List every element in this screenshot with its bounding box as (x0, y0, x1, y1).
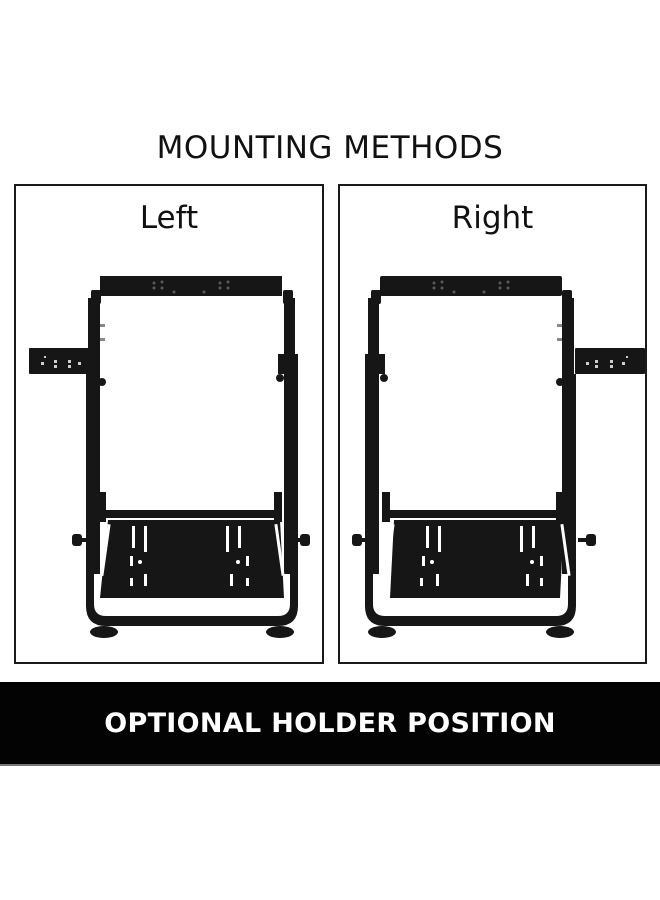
panel-left-mounting: Left (14, 184, 324, 664)
panel-right-mounting: Right (338, 184, 647, 664)
wheel-stand-right-image (352, 276, 645, 638)
banner-text: OPTIONAL HOLDER POSITION (104, 707, 556, 739)
wheel-stand-left-image (29, 276, 310, 638)
panel-label-left: Left (139, 200, 199, 236)
page-title: MOUNTING METHODS (156, 130, 504, 166)
panel-label-right: Right (451, 200, 534, 236)
optional-holder-banner: OPTIONAL HOLDER POSITION (0, 682, 660, 766)
